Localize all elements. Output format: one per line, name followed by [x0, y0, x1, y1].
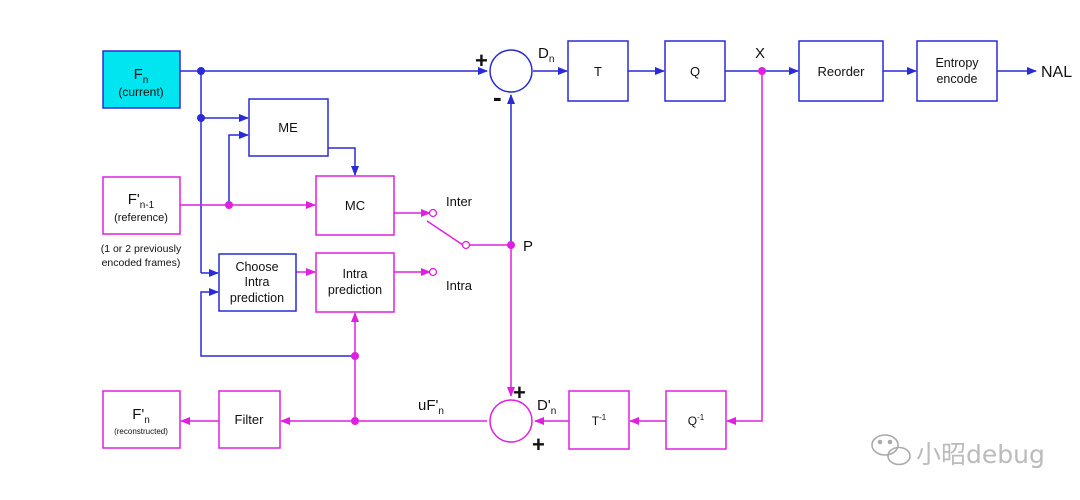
- switch-arm: [426, 220, 464, 246]
- fref-extra-2: encoded frames): [102, 257, 181, 269]
- frec-label: F'n: [132, 406, 150, 426]
- edge-me-to-mc: [328, 147, 359, 176]
- t-label: T: [594, 64, 602, 79]
- block-choose-intra: [218, 253, 297, 312]
- junction-me: [197, 114, 205, 122]
- inter-terminal: [428, 208, 438, 218]
- block-t: [567, 40, 629, 102]
- entropy-line-1: Entropy: [935, 56, 979, 70]
- fn-label: Fn: [134, 66, 149, 86]
- q-label: Q: [690, 64, 700, 79]
- intrapred-line-1: Intra: [342, 267, 367, 281]
- choose-line-3: prediction: [230, 291, 284, 305]
- junction-p: [507, 241, 515, 249]
- edge-x-to-qinv: [726, 71, 763, 425]
- watermark-text: 小昭debug: [916, 440, 1045, 469]
- block-fn-current: [102, 50, 181, 109]
- adder-bottom-plus-top: +: [513, 380, 526, 405]
- edge-ref-to-me: [228, 131, 249, 205]
- adder-top-plus: +: [475, 48, 488, 73]
- block-entropy: [916, 40, 998, 102]
- p-label: P: [523, 238, 533, 255]
- adder-top: [489, 49, 533, 93]
- dn-label: Dn: [538, 45, 554, 65]
- qinv-label: Q-1: [688, 413, 705, 428]
- fref-label: F'n-1: [128, 191, 155, 211]
- block-intra-prediction: [315, 252, 395, 313]
- me-label: ME: [278, 120, 298, 135]
- intra-label: Intra: [446, 278, 473, 293]
- entropy-line-2: encode: [936, 72, 977, 86]
- frec-note: (reconstructed): [114, 427, 168, 436]
- adder-top-minus: -: [493, 82, 502, 112]
- junction-fn: [197, 67, 205, 75]
- edge-feedback-to-choose: [200, 288, 355, 357]
- dpn-label: D'n: [537, 397, 556, 417]
- block-me: [248, 98, 329, 157]
- fn-note: (current): [118, 85, 163, 99]
- adder-bottom: [489, 399, 533, 443]
- block-qinv: [665, 390, 727, 450]
- block-fref: [102, 176, 181, 235]
- filter-label: Filter: [235, 412, 265, 427]
- wechat-icon: [871, 434, 911, 466]
- block-mc: [315, 175, 395, 236]
- fref-extra-1: (1 or 2 previously: [101, 243, 182, 255]
- adder-bottom-plus: +: [532, 432, 545, 457]
- block-frec: [102, 390, 181, 449]
- ufn-label: uF'n: [418, 397, 444, 417]
- junction-ref: [225, 201, 233, 209]
- block-q: [664, 40, 726, 102]
- fref-note: (reference): [114, 212, 168, 224]
- block-tinv: [568, 390, 630, 450]
- intra-terminal: [428, 267, 438, 277]
- tinv-label: T-1: [592, 413, 607, 428]
- block-reorder: [798, 40, 884, 102]
- reorder-label: Reorder: [818, 64, 866, 79]
- junction-ufn: [351, 417, 359, 425]
- block-filter: [218, 390, 281, 449]
- choose-line-1: Choose: [235, 260, 278, 274]
- nal-label: NAL: [1041, 64, 1072, 81]
- junction-x: [758, 67, 766, 75]
- mc-label: MC: [345, 198, 365, 213]
- switch-pivot: [461, 240, 471, 250]
- x-label: X: [755, 45, 765, 62]
- intrapred-line-2: prediction: [328, 283, 382, 297]
- choose-line-2: Intra: [244, 275, 269, 289]
- junction-feedback: [351, 352, 359, 360]
- inter-label: Inter: [446, 194, 473, 209]
